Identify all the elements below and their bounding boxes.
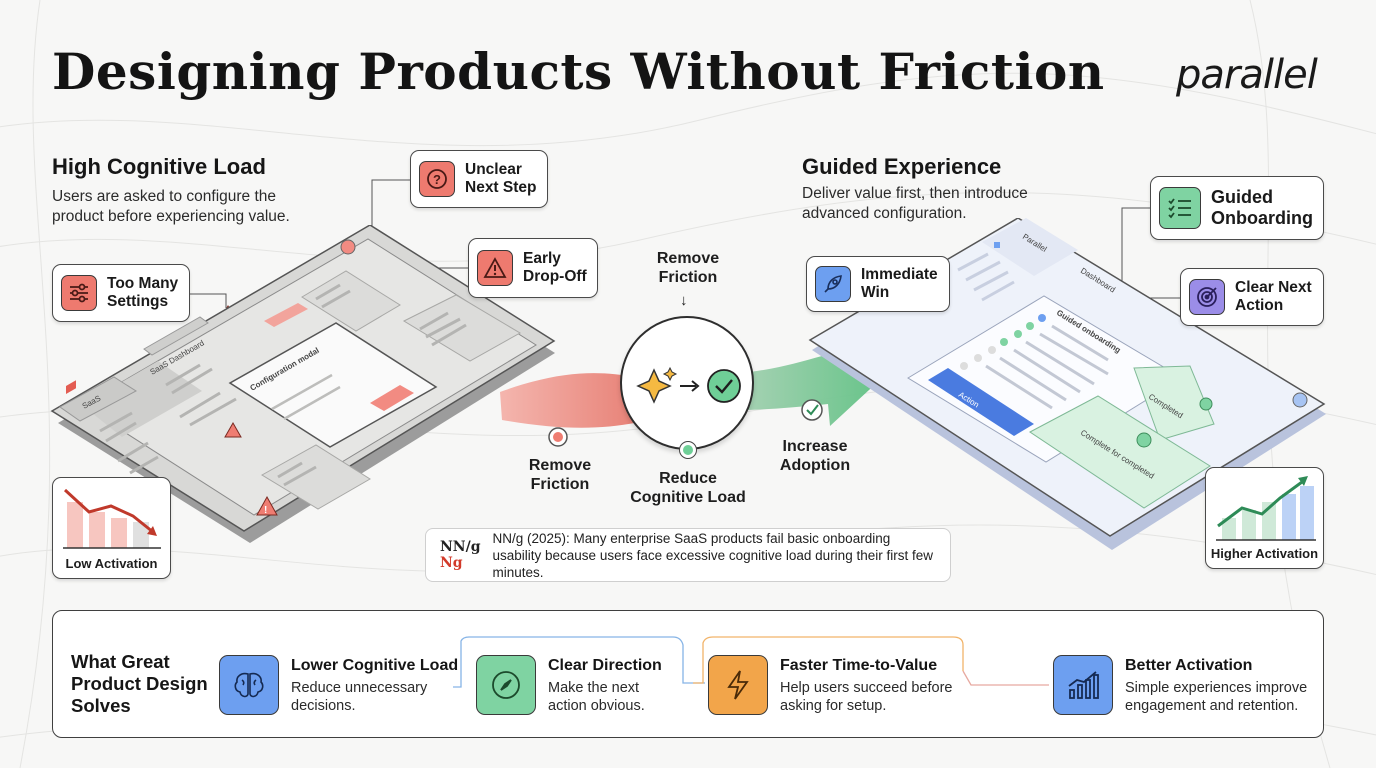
early-drop-off-callout: Early Drop-Off [468,238,598,298]
nng-citation-text: NN/g (2025): Many enterprise SaaS produc… [492,530,933,580]
unclear-next-step-callout: ? Unclear Next Step [410,150,548,208]
compass-icon [476,655,536,715]
declining-chart-icon [63,488,161,549]
feature-description: Make the next action obvious. [548,680,645,714]
feature-title: Clear Direction [548,657,662,674]
guided-onboarding-callout: Guided Onboarding [1150,176,1324,240]
feature-clear-direction: Clear Direction Make the next action obv… [476,655,668,715]
high-cognitive-load-heading: High Cognitive Load [52,154,266,179]
feature-title: Faster Time-to-Value [780,657,938,674]
increase-adoption-label: Increase Adoption [779,438,851,474]
brand-logo: parallel [1176,52,1318,98]
warning-icon: ! [256,495,278,516]
feature-faster-time-to-value: Faster Time-to-Value Help users succeed … [708,655,965,715]
reduce-cognitive-load-label: Reduce Cognitive Load [630,470,746,506]
transformation-circle [620,316,754,459]
page-title: Designing Products Without Friction [52,42,1105,101]
immediate-win-callout: Immediate Win [806,256,950,312]
guided-experience-heading: Guided Experience [802,154,1002,179]
clear-next-action-label: Clear Next Action [1235,279,1312,314]
saas-dashboard-mock: SaaS SaaS Dashboard Configuration modal … [50,225,556,543]
growth-chart-icon [1216,476,1316,541]
design-solves-panel: What Great Product Design Solves Lower C… [52,610,1324,738]
clear-next-action-callout: Clear Next Action [1180,268,1324,326]
sliders-icon [61,275,97,311]
remove-friction-top-label: Remove Friction [656,250,720,286]
growth-chart-icon [1053,655,1113,715]
feature-title: Lower Cognitive Load [291,657,459,674]
higher-activation-caption: Higher Activation [1210,546,1319,561]
nng-logo-top: NN/g [440,539,481,555]
feature-title: Better Activation [1125,657,1253,674]
unclear-next-step-label: Unclear Next Step [465,161,537,196]
too-many-settings-callout: Too Many Settings [52,264,190,322]
svg-text:?: ? [433,172,441,187]
guided-experience-description: Deliver value first, then introduce adva… [802,185,1028,222]
checklist-icon [1159,187,1201,229]
remove-friction-bottom-label: Remove Friction [528,457,592,493]
connector-lines [453,636,1049,688]
arrow-right-icon [680,380,700,392]
feature-description: Reduce unnecessary decisions. [291,680,428,714]
guided-onboarding-label: Guided Onboarding [1211,187,1313,228]
immediate-win-label: Immediate Win [861,266,938,301]
higher-activation-card: Higher Activation [1205,467,1324,569]
brain-icon [219,655,279,715]
nng-citation: NN/g Ng NN/g (2025): Many enterprise Saa… [425,528,951,582]
sparkle-icon [636,366,678,404]
lightning-icon [708,655,768,715]
target-icon [1189,279,1225,315]
checkmark-icon [707,369,741,403]
design-solves-title: What Great Product Design Solves [71,651,208,716]
feature-better-activation: Better Activation Simple experiences imp… [1053,655,1320,715]
high-cognitive-load-description: Users are asked to configure the product… [52,188,290,225]
too-many-settings-label: Too Many Settings [107,275,179,310]
feature-description: Help users succeed before asking for set… [780,680,953,714]
low-activation-caption: Low Activation [65,556,158,571]
early-drop-off-label: Early Drop-Off [523,250,587,285]
arrow-down-icon: ↓ [680,292,688,309]
low-activation-card: Low Activation [52,477,171,579]
nng-logo: NN/g Ng [440,539,481,571]
svg-text:!: ! [264,505,267,516]
feature-lower-cognitive-load: Lower Cognitive Load Reduce unnecessary … [219,655,458,715]
warning-icon [477,250,513,286]
feature-description: Simple experiences improve engagement an… [1125,680,1308,714]
rocket-icon [815,266,851,302]
nng-logo-bottom: Ng [440,555,463,571]
question-icon: ? [419,161,455,197]
